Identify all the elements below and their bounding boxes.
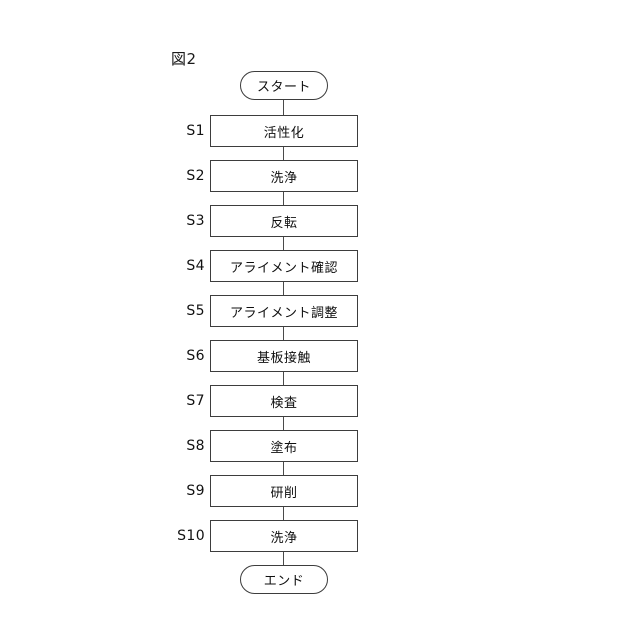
start-terminal-label: スタート	[256, 80, 311, 95]
process-box-s6: 基板接触	[210, 340, 358, 372]
process-step-row: S4 アライメント確認	[0, 250, 640, 282]
end-terminal-label: エンド	[263, 574, 305, 589]
process-step-row: S7 検査	[0, 385, 640, 417]
process-box-label: アライメント確認	[229, 260, 338, 276]
process-box-s2: 洗浄	[210, 160, 358, 192]
process-box-s4: アライメント確認	[210, 250, 358, 282]
process-box-s10: 洗浄	[210, 520, 358, 552]
connector-start-to-s1	[283, 100, 284, 115]
process-box-label: 洗浄	[270, 170, 298, 186]
process-step-row: S9 研削	[0, 475, 640, 507]
process-box-s3: 反転	[210, 205, 358, 237]
connector-s9-to-s10	[283, 507, 284, 520]
process-box-s8: 塗布	[210, 430, 358, 462]
step-number-s7: S7	[186, 393, 205, 409]
process-box-s5: アライメント調整	[210, 295, 358, 327]
process-step-row: S10 洗浄	[0, 520, 640, 552]
step-number-s1: S1	[186, 123, 205, 139]
process-step-row: S8 塗布	[0, 430, 640, 462]
connector-s1-to-s2	[283, 147, 284, 160]
process-box-label: 反転	[270, 215, 298, 231]
process-box-label: 塗布	[270, 440, 298, 456]
connector-s7-to-s8	[283, 417, 284, 430]
step-number-s3: S3	[186, 213, 205, 229]
process-box-label: 検査	[270, 395, 298, 411]
process-step-row: S2 洗浄	[0, 160, 640, 192]
connector-s3-to-s4	[283, 237, 284, 250]
process-box-label: 活性化	[263, 125, 305, 141]
step-number-s8: S8	[186, 438, 205, 454]
process-step-row: S5 アライメント調整	[0, 295, 640, 327]
connector-s8-to-s9	[283, 462, 284, 475]
process-box-s7: 検査	[210, 385, 358, 417]
process-step-row: S3 反転	[0, 205, 640, 237]
step-number-s10: S10	[177, 528, 205, 544]
step-number-s6: S6	[186, 348, 205, 364]
process-box-label: 研削	[270, 485, 298, 501]
step-number-s5: S5	[186, 303, 205, 319]
start-terminal: スタート	[240, 71, 328, 100]
connector-s6-to-s7	[283, 372, 284, 385]
step-number-s9: S9	[186, 483, 205, 499]
process-box-s1: 活性化	[210, 115, 358, 147]
step-number-s4: S4	[186, 258, 205, 274]
figure-title: 図2	[171, 50, 197, 68]
process-box-label: 基板接触	[256, 350, 311, 366]
connector-s2-to-s3	[283, 192, 284, 205]
connector-s10-to-end	[283, 552, 284, 565]
process-box-label: 洗浄	[270, 530, 298, 546]
end-terminal: エンド	[240, 565, 328, 594]
step-number-s2: S2	[186, 168, 205, 184]
process-step-row: S6 基板接触	[0, 340, 640, 372]
process-step-row: S1 活性化	[0, 115, 640, 147]
connector-s4-to-s5	[283, 282, 284, 295]
connector-s5-to-s6	[283, 327, 284, 340]
process-box-s9: 研削	[210, 475, 358, 507]
process-box-label: アライメント調整	[229, 305, 338, 321]
